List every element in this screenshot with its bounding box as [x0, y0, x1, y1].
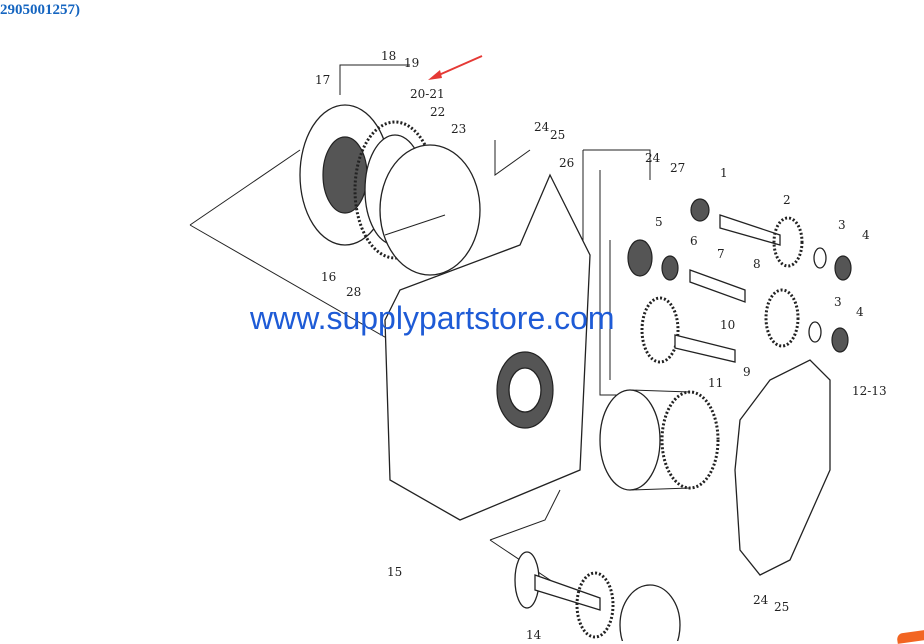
bearing-5	[627, 239, 653, 277]
gear-10	[640, 296, 680, 364]
watermark-text: www.supplypartstore.com	[250, 300, 615, 336]
part-label: 10	[720, 318, 735, 332]
shaft-10	[674, 334, 736, 363]
part-label: 18	[381, 49, 396, 63]
part-label: 4	[856, 305, 864, 319]
part-label: 4	[862, 228, 870, 242]
part-label: 24	[645, 151, 661, 165]
part-label: 24	[753, 593, 769, 607]
part-label: 5	[655, 215, 663, 229]
bracket-lines	[189, 64, 410, 341]
part-number-title: 2905001257)	[0, 2, 80, 18]
gear-2	[772, 216, 804, 268]
clutch-11	[599, 389, 661, 491]
part-label: 1	[720, 166, 728, 180]
part-label: 7	[717, 247, 725, 261]
shaft-2	[719, 214, 781, 246]
part-label: 3	[838, 218, 846, 232]
part-label: 9	[743, 365, 751, 379]
part-label: 11	[708, 376, 723, 390]
cover-hub	[322, 136, 368, 214]
part-label: 23	[451, 122, 466, 136]
plate-23	[379, 144, 481, 276]
part-label: 2	[783, 193, 791, 207]
part-label: 14	[526, 628, 542, 641]
shaft-7	[689, 269, 746, 303]
part-label: 20-21	[410, 87, 445, 101]
gasket-12-13	[734, 359, 831, 576]
part-label: 16	[321, 270, 336, 284]
part-label: 15	[387, 565, 402, 579]
red-arrow-head-icon	[428, 70, 442, 80]
bearing-4b	[831, 327, 849, 353]
bearing-4	[834, 255, 852, 281]
part-label: 24	[534, 120, 550, 134]
part-label: 8	[753, 257, 761, 271]
part-label: 19	[404, 56, 419, 70]
part-label: 17	[315, 73, 330, 87]
part-label: 28	[346, 285, 361, 299]
gear-9	[764, 288, 800, 348]
part-label: 25	[550, 128, 565, 142]
part-label: 26	[559, 156, 574, 170]
part-label: 25	[774, 600, 789, 614]
part-label: 22	[430, 105, 445, 119]
bearing-6	[661, 255, 679, 281]
part-label: 3	[834, 295, 842, 309]
part-label: 12-13	[852, 384, 887, 398]
part-label: 6	[690, 234, 698, 248]
part-label: 27	[670, 161, 685, 175]
housing-26	[384, 173, 591, 521]
bearing-1	[690, 198, 710, 222]
